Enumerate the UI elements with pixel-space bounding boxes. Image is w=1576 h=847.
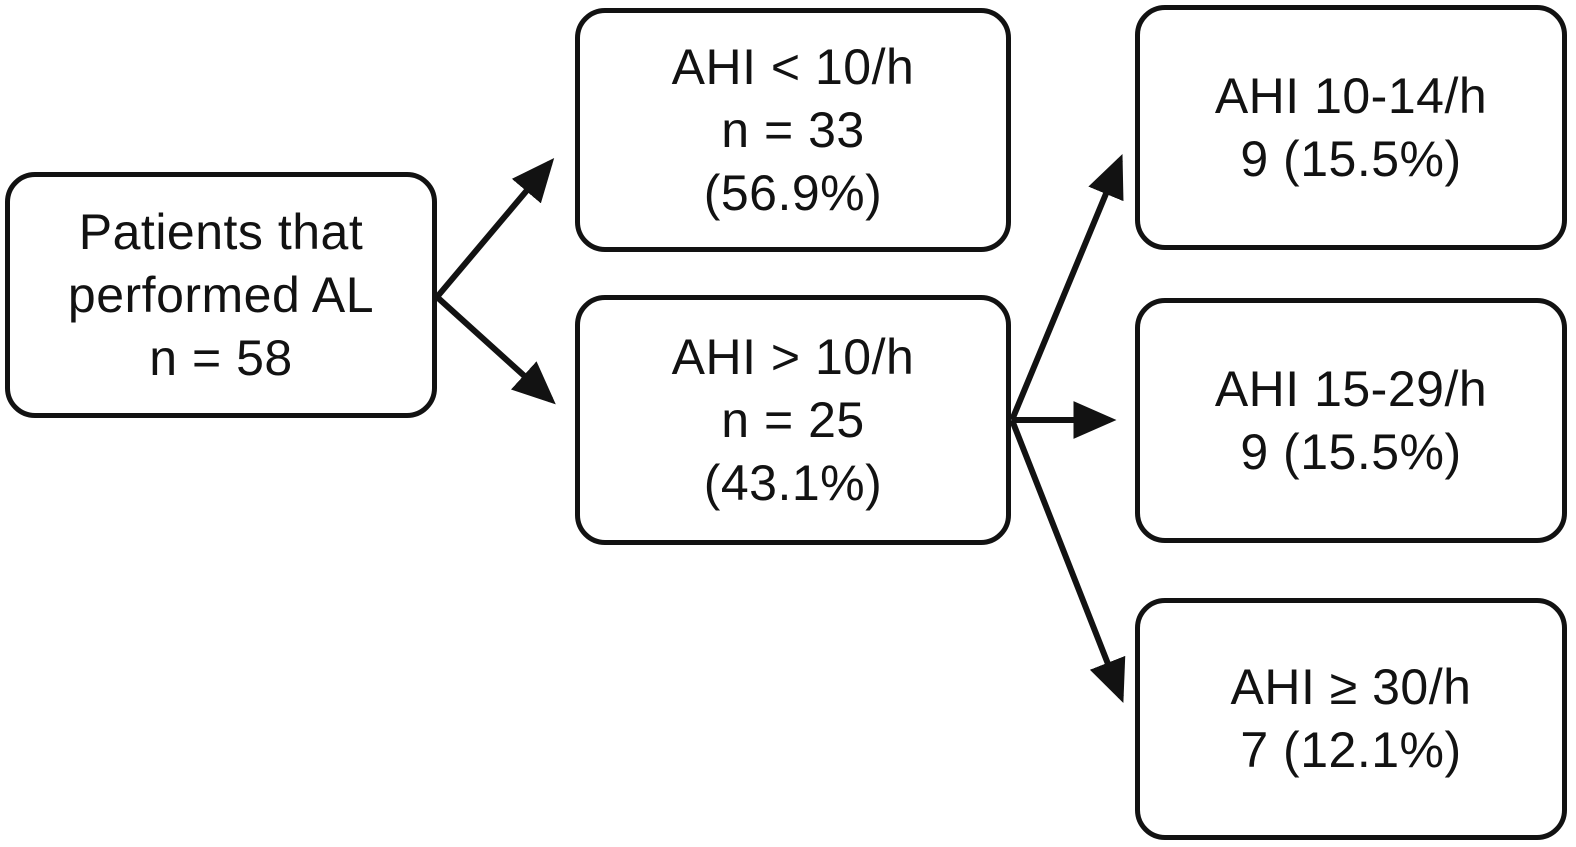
node-text-line: performed AL bbox=[67, 266, 375, 323]
node-text-line: 7 (12.1%) bbox=[1240, 722, 1462, 778]
edge-ahi-gt10-to-10-14 bbox=[1009, 154, 1124, 422]
node-patients-root: Patients that performed AL n = 58 bbox=[5, 172, 437, 418]
node-text-line: n = 25 bbox=[721, 391, 865, 448]
node-text-line: 9 (15.5%) bbox=[1240, 423, 1462, 480]
node-text-line: Patients that bbox=[78, 203, 364, 260]
node-text-line: AHI > 10/h bbox=[671, 328, 915, 385]
node-text-line: (56.9%) bbox=[703, 164, 883, 221]
node-ahi-ge30: AHI ≥ 30/h 7 (12.1%) bbox=[1135, 598, 1567, 840]
node-text-line: AHI 15-29/h bbox=[1214, 360, 1488, 417]
node-text-line: AHI < 10/h bbox=[671, 38, 915, 95]
edge-root-to-ahi-gt10 bbox=[434, 294, 556, 405]
edge-ahi-gt10-to-ge30 bbox=[1009, 418, 1126, 704]
node-text-line: n = 58 bbox=[149, 329, 293, 386]
node-text-line: n = 33 bbox=[721, 101, 865, 158]
node-text-line: AHI 10-14/h bbox=[1214, 67, 1488, 124]
node-ahi-lt10: AHI < 10/h n = 33 (56.9%) bbox=[575, 8, 1011, 252]
node-ahi-gt10: AHI > 10/h n = 25 (43.1%) bbox=[575, 295, 1011, 545]
edge-root-to-ahi-lt10 bbox=[434, 158, 555, 299]
node-text-line: 9 (15.5%) bbox=[1240, 130, 1462, 187]
node-text-line: (43.1%) bbox=[703, 454, 883, 511]
node-text-line: AHI ≥ 30/h bbox=[1230, 659, 1472, 715]
node-ahi-15-29: AHI 15-29/h 9 (15.5%) bbox=[1135, 298, 1567, 543]
node-ahi-10-14: AHI 10-14/h 9 (15.5%) bbox=[1135, 5, 1567, 250]
